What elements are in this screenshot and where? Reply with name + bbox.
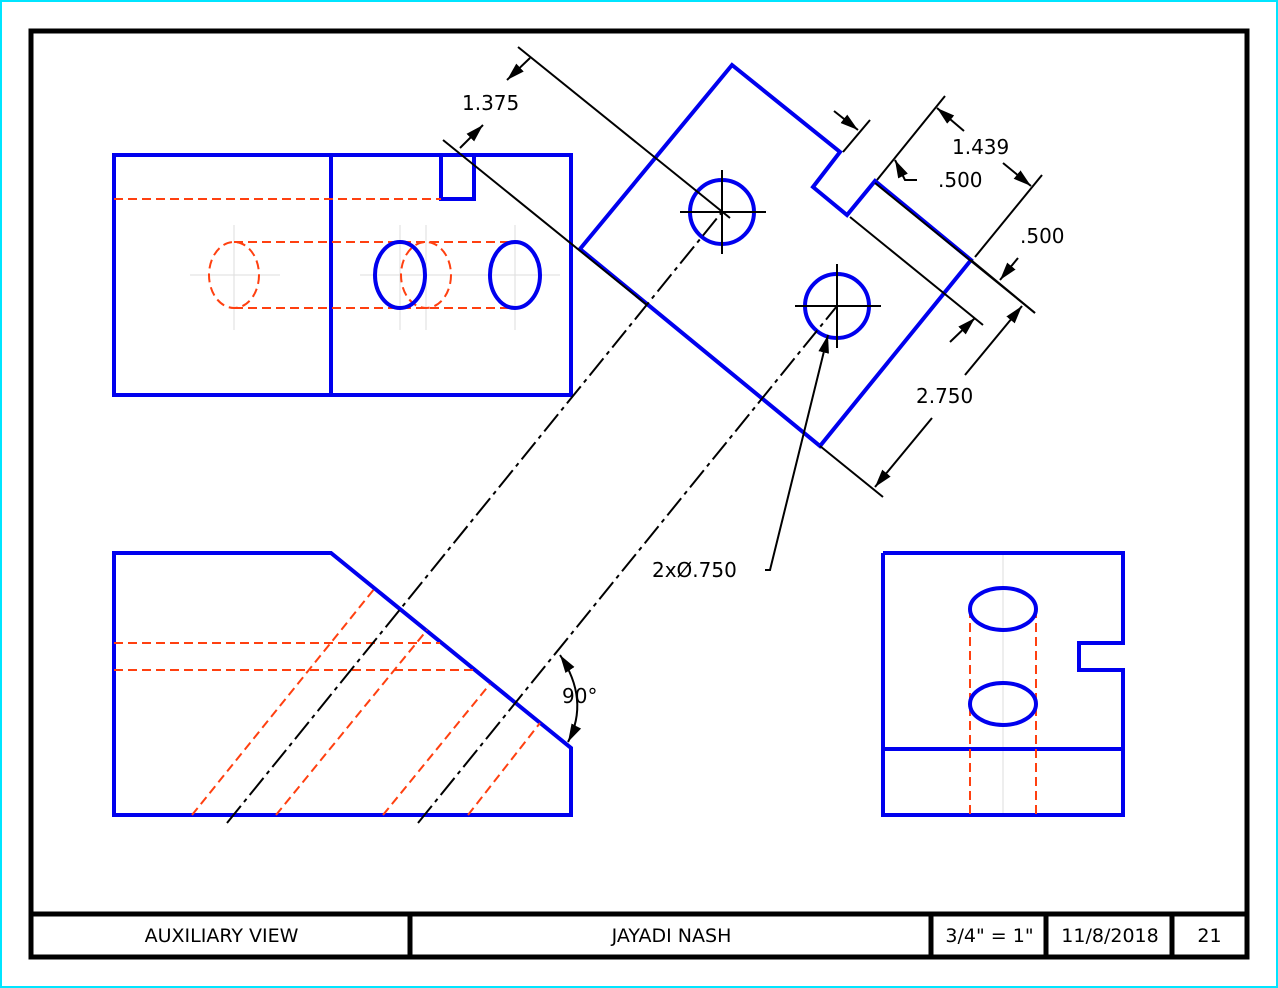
sheet-cell: 21 [1197,924,1222,947]
title-block-lines [31,911,1247,957]
title-cell: AUXILIARY VIEW [144,924,299,947]
projection-lines [226,211,838,824]
dim-2750: 2.750 [916,384,973,408]
scale-cell: 3/4" = 1" [945,924,1034,947]
hole-callout: 2xØ.750 [652,558,737,582]
dim-500-notch: .500 [938,168,983,192]
drawing-frame [28,28,1250,960]
dim-1439: 1.439 [952,135,1009,159]
angle-label: 90° [562,684,597,708]
side-view [881,551,1125,817]
dim-500-edge: .500 [1020,224,1065,248]
top-view [112,153,573,397]
date-cell: 11/8/2018 [1061,924,1159,947]
dimension-lines [442,46,1043,743]
dim-1375: 1.375 [462,91,519,115]
author-cell: JAYADI NASH [611,924,732,947]
auxiliary-view [577,62,974,449]
front-view [112,551,573,817]
